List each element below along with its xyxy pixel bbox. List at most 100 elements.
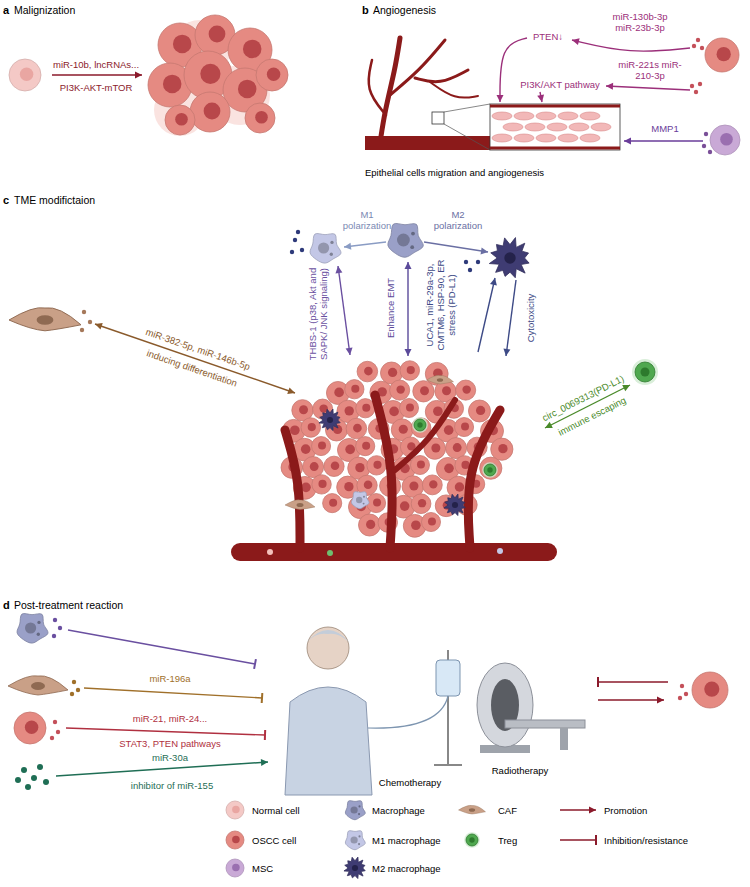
vesicle-dot	[43, 779, 49, 785]
oscc-cell-nucleus	[255, 111, 268, 124]
zoom-line	[444, 104, 490, 112]
tumor-cell-nucleus	[400, 501, 410, 511]
inhibition-bar	[595, 835, 597, 845]
tumor-cell	[468, 400, 490, 422]
oscc-cell	[256, 59, 288, 91]
vesicle-dot	[56, 730, 60, 734]
macrophage-nucleus	[25, 622, 36, 633]
treg-halo	[464, 832, 480, 848]
zoom-box	[490, 104, 620, 150]
vesicle-dot	[708, 150, 712, 154]
arrow-line	[84, 688, 262, 698]
iv-bag	[436, 660, 460, 696]
caf-cell	[459, 805, 486, 814]
endothelial-cell	[580, 112, 600, 120]
arrow-line	[560, 839, 596, 841]
tumor-cell-nucleus	[318, 480, 326, 488]
m2-macrophage-shape	[444, 494, 465, 515]
arrow-head	[344, 243, 351, 250]
vesicle-dot	[700, 46, 704, 50]
macrophage-granule	[410, 245, 414, 249]
vesicle-dot	[50, 736, 54, 740]
macrophage-nucleus	[397, 234, 410, 247]
vesicle-dot	[690, 84, 694, 88]
inhibition-bar	[264, 730, 266, 740]
endothelial-cell	[558, 112, 578, 120]
oscc-cell-nucleus	[238, 80, 256, 98]
blood-vessel	[285, 430, 300, 548]
vesicle-dot	[25, 784, 31, 790]
vesicle-dot	[702, 144, 706, 148]
tumor-cell-nucleus	[431, 443, 440, 452]
treg-nucleus	[417, 422, 422, 427]
macrophage-granule	[37, 633, 40, 636]
tumor-cell-nucleus	[301, 444, 311, 454]
annotation-label: Post-treatment reaction	[14, 600, 123, 611]
tumor-cell-nucleus	[334, 388, 344, 398]
arrow-head	[624, 138, 631, 145]
m2-nucleus	[327, 417, 333, 423]
annotation-label: Malignization	[14, 5, 75, 16]
normal-cell-nucleus	[20, 67, 33, 80]
tumor-cell-nucleus	[308, 423, 316, 431]
arrow-line	[68, 630, 255, 664]
vesicle-dot	[53, 720, 57, 724]
tumor-cell	[413, 381, 434, 402]
annotation-label: Radiotherapy	[492, 765, 549, 776]
tumor-cell	[356, 437, 375, 456]
inhibition-bar	[597, 677, 599, 687]
arrow-line	[424, 242, 488, 252]
vesicle-dot	[692, 44, 696, 48]
tumor-cell-nucleus	[362, 404, 370, 412]
macrophage-granule	[330, 241, 333, 244]
oscc-cell-nucleus	[25, 720, 38, 733]
legend-normal-cell-nucleus	[232, 806, 240, 814]
tumor-cell-nucleus	[406, 404, 414, 412]
vesicle-dot	[72, 680, 76, 684]
vesicle-dot	[678, 696, 682, 700]
tumor-cell	[400, 399, 419, 418]
oscc-cell	[692, 672, 728, 708]
arrow-line	[66, 728, 265, 735]
tumor-cell-nucleus	[461, 423, 469, 431]
endothelial-cell	[558, 134, 578, 142]
tumor-cell-nucleus	[290, 425, 300, 435]
tumor-cell-nucleus	[362, 442, 370, 450]
tumor-cell-nucleus	[476, 406, 485, 415]
tumor-cell-nucleus	[351, 385, 359, 393]
treg-cell	[484, 464, 496, 476]
blood-vessel	[430, 82, 478, 98]
annotation-label: PI3K/AKT pathway	[520, 79, 600, 90]
macrophage-shape	[388, 223, 423, 257]
tumor-cell	[324, 456, 344, 476]
tumor-cell-nucleus	[444, 425, 454, 435]
annotation-label: MMP1	[651, 123, 678, 134]
endothelial-cell	[580, 134, 600, 142]
caf-nucleus	[31, 682, 45, 690]
arrow-head	[335, 266, 342, 273]
annotation-label: M1 polarization	[337, 209, 397, 231]
annotation-label: STAT3, PTEN pathways	[119, 738, 221, 749]
macrophage-shape	[345, 831, 365, 850]
tumor-cell-nucleus	[310, 462, 319, 471]
vesicle-dot	[290, 250, 294, 254]
legend-text: M2 macrophage	[372, 863, 441, 874]
annotation-label: miR-21, miR-24...	[133, 713, 207, 724]
tumor-cell	[312, 475, 331, 494]
arrow-line	[506, 280, 516, 356]
patient-body	[285, 687, 372, 795]
tumor-cell-nucleus	[429, 480, 437, 488]
tumor-cell-nucleus	[453, 443, 462, 452]
macrophage-shape	[345, 801, 365, 820]
tumor-cell-nucleus	[420, 386, 429, 395]
tumor-cell-nucleus	[433, 406, 443, 416]
blood-vessel	[395, 400, 455, 470]
arrow-head	[537, 94, 544, 102]
macrophage-granule	[37, 621, 40, 624]
macrophage-shape	[310, 234, 341, 264]
m2-nucleus	[352, 865, 358, 871]
treg-halo	[482, 462, 498, 478]
macrophage-granule	[330, 253, 333, 256]
caf-body	[427, 375, 454, 384]
